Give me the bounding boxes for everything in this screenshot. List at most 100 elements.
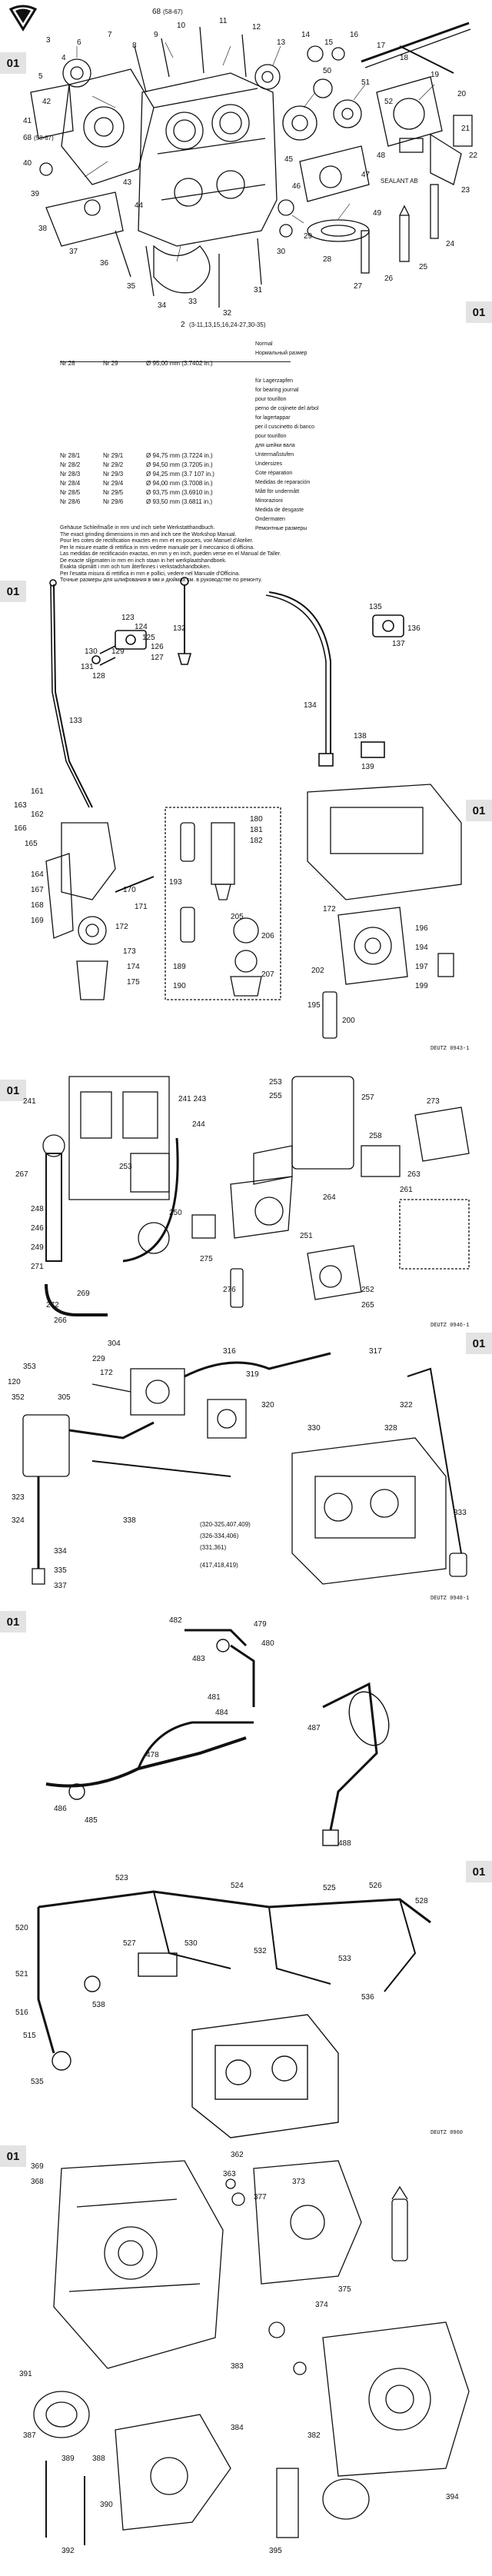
label-group-b: (326-334,406) (200, 1533, 239, 1539)
callout-label: 263 (407, 1170, 421, 1179)
table-row: pour tourillon (60, 395, 460, 404)
callout-label: 246 (31, 1224, 44, 1233)
callout-label: 391 (19, 2370, 32, 2378)
callout-label: 373 (292, 2178, 305, 2186)
section-badge: 01 (466, 1861, 492, 1882)
bearing-label: pour tourillon (255, 397, 287, 402)
callout-label: 375 (338, 2285, 351, 2294)
part-number: Nr 29/4 (103, 479, 124, 487)
table-divider (60, 361, 291, 362)
callout-label: 335 (54, 1566, 67, 1575)
undersize-label: Untermaßstufen (255, 452, 294, 458)
callout-label: 133 (69, 717, 82, 725)
callout-label: 523 (115, 1874, 128, 1882)
callout-label: 392 (62, 2547, 75, 2555)
label-68-left-range: (58-67) (34, 135, 54, 141)
callout-label: 241 (23, 1097, 36, 1106)
callout-label: 41 (23, 117, 32, 125)
callout-label: 14 (301, 31, 311, 39)
callout-label: 250 (169, 1209, 182, 1217)
callout-label: 52 (384, 98, 394, 106)
callout-label: 170 (123, 886, 136, 894)
callout-label: 265 (361, 1301, 374, 1310)
callout-label: 525 (323, 1884, 336, 1892)
callout-label: 6 (77, 38, 81, 47)
callout-label: 12 (252, 23, 261, 32)
section-badge: 01 (0, 1080, 26, 1101)
callout-label: 24 (446, 240, 455, 248)
callout-label: 363 (223, 2170, 236, 2178)
exploded-view-injection-lines: 523 524 525 526 528 520 521 516 515 535 … (15, 1874, 463, 2138)
callout-label: 206 (261, 932, 274, 940)
callout-label: 482 (169, 1616, 182, 1625)
callout-label: 11 (219, 17, 228, 25)
callout-label: 172 (115, 923, 128, 931)
callout-label: 273 (427, 1097, 440, 1106)
callout-label: 200 (342, 1017, 355, 1025)
callout-label: 337 (54, 1582, 67, 1590)
label-241-243: 241 243 (178, 1095, 207, 1103)
exploded-view-thermostat: 161 163 162 166 165 164 167 168 169 170 … (14, 784, 469, 1052)
callout-label: 190 (173, 982, 186, 990)
part-number: Nr 29/3 (103, 470, 124, 478)
label-2-range: (3-11,13,15,16,24-27,30-35) (189, 321, 266, 328)
callout-label: 123 (121, 614, 135, 622)
callout-label: 31 (254, 286, 263, 295)
part-number: Nr 29/1 (103, 451, 124, 459)
callout-label: 173 (123, 947, 136, 956)
callout-label: 520 (15, 1924, 28, 1932)
callout-label: 39 (31, 190, 40, 198)
note-line: Per l'esatta misura di rettifica in mm e… (60, 571, 241, 577)
label-68-top-range: (58-67) (163, 8, 183, 15)
label-68-left: 68 (23, 134, 32, 142)
callout-label: 49 (373, 209, 382, 218)
bearing-label: for bearing journal (255, 388, 299, 393)
callout-label: 172 (100, 1369, 113, 1377)
callout-label: 3 (46, 36, 51, 45)
section-badge: 01 (0, 52, 26, 74)
callout-label: 527 (123, 1939, 136, 1948)
diameter-value: Ø 94,50 mm (3.7205 in.) (146, 461, 213, 468)
exploded-view-dipstick: 123 124 125 126 127 128 129 130 131 132 … (49, 577, 421, 808)
part-number: Nr 28/4 (60, 479, 81, 487)
callout-label: 320 (261, 1401, 274, 1409)
callout-label: 526 (369, 1882, 382, 1890)
section-badge: 01 (466, 301, 492, 323)
callout-label: 205 (231, 913, 244, 921)
callout-label: 389 (62, 2455, 75, 2463)
exploded-view-coolant: 241 267 248 246 249 271 269 272 266 241 … (15, 1076, 470, 1329)
callout-label: 7 (108, 31, 112, 39)
callout-label: 125 (142, 634, 155, 642)
callout-label: 207 (261, 970, 274, 979)
callout-label: 322 (400, 1401, 413, 1409)
part-number: Nr 28 (60, 359, 75, 367)
callout-label: 195 (308, 1001, 321, 1010)
callout-label: 267 (15, 1170, 28, 1179)
callout-label: 387 (23, 2431, 36, 2440)
callout-label: 199 (415, 982, 428, 990)
exploded-view-oil-lines: 120 353 352 229 304 172 305 323 324 334 … (8, 1340, 469, 1602)
table-header-normal-ru: Нормальный размер (255, 351, 308, 356)
label-68-top: 68 (152, 8, 161, 16)
undersize-label: Ondermaten (255, 517, 285, 522)
callout-label: 275 (200, 1255, 213, 1263)
label-sealant: SEALANT AB (381, 178, 418, 185)
callout-label: 167 (31, 886, 44, 894)
undersize-label: Minorazioni (255, 498, 283, 504)
callout-label: 127 (151, 654, 164, 662)
callout-label: 319 (246, 1370, 259, 1379)
callout-label: 261 (400, 1186, 413, 1194)
callout-label: 197 (415, 963, 428, 971)
callout-label: 10 (177, 22, 186, 30)
callout-label: 485 (85, 1816, 98, 1825)
callout-label: 249 (31, 1243, 44, 1252)
callout-label: 536 (361, 1993, 374, 2002)
table-row: perno de cojinete del árbol (60, 404, 460, 414)
callout-label: 516 (15, 2009, 28, 2017)
callout-label: 395 (269, 2547, 282, 2555)
callout-label: 189 (173, 963, 186, 971)
bearing-label: für Lagerzapfen (255, 378, 294, 384)
table-row: Nr 28 Nr 29 Ø 95,00 mm (3.7402 in.) (60, 358, 460, 368)
callout-label: 126 (151, 643, 164, 651)
callout-label: 521 (15, 1970, 28, 1979)
